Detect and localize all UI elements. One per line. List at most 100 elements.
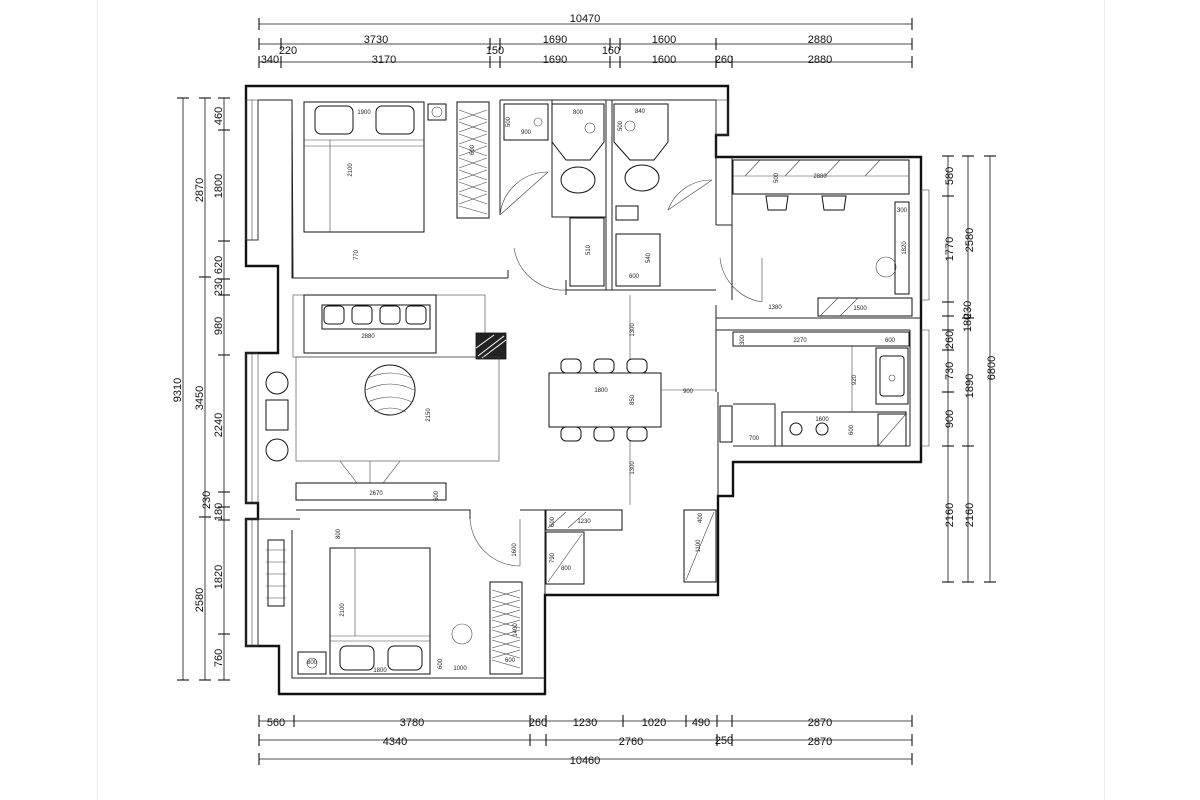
dim-right-r2-0: 580 (944, 167, 956, 185)
dim-right-r2-5: 900 (944, 410, 956, 428)
svg-text:800: 800 (336, 528, 342, 539)
svg-text:1100: 1100 (696, 539, 702, 553)
top-dimension-chain: 10470 3730 1690 1600 2880 220 150 160 34… (258, 13, 913, 68)
dim-top-r2-5: 1600 (652, 54, 676, 66)
svg-text:2880: 2880 (813, 174, 827, 180)
dim-top-small-2: 160 (602, 45, 620, 57)
vanity-2 (615, 233, 661, 287)
svg-text:700: 700 (749, 436, 760, 442)
dim-right-r1-1: 1890 (964, 374, 976, 398)
dim-right-overall: 6800 (986, 356, 998, 380)
svg-text:800: 800 (561, 566, 572, 572)
dim-left-r2b: 180 (213, 503, 225, 521)
dim-bot-r1-4: 1020 (642, 717, 666, 729)
entry: 1230 600 790 800 400 1100 1600 (469, 509, 717, 585)
dim-top-r1-3: 2880 (808, 34, 832, 46)
dim-left-r2-0: 460 (213, 107, 225, 125)
svg-text:600: 600 (629, 274, 640, 280)
svg-text:1600: 1600 (512, 543, 518, 557)
dim-bot-r1-0: 560 (267, 717, 285, 729)
fridge (719, 405, 733, 443)
dim-left-r2-3: 230 (213, 278, 225, 296)
svg-text:510: 510 (586, 244, 592, 255)
dim-top-small-0: 220 (279, 45, 297, 57)
bedroom-2: 1800 2100 800 800 600 1000 1400 600 (266, 528, 523, 675)
svg-text:2270: 2270 (793, 338, 807, 344)
dim-bot-r1-1: 3780 (400, 717, 424, 729)
svg-text:850: 850 (630, 394, 636, 405)
dim-top-r1-0: 3730 (364, 34, 388, 46)
toilet-1 (560, 166, 596, 194)
svg-text:1000: 1000 (453, 666, 467, 672)
svg-text:2670: 2670 (369, 491, 383, 497)
svg-text:920: 920 (852, 374, 858, 385)
study: 2880 500 300 1820 1500 1380 (719, 159, 913, 317)
svg-text:500: 500 (618, 120, 624, 131)
shoe-cabinet (545, 509, 623, 531)
vanity-1 (569, 217, 605, 287)
study-desk (732, 159, 910, 195)
dim-bot-r2-1: 2760 (619, 736, 643, 748)
living-room: 2880 2150 2670 600 (265, 294, 507, 501)
dim-left-r1-1: 3450 (194, 386, 206, 410)
dim-top-r2-3: 1690 (543, 54, 567, 66)
toilet-2 (624, 164, 660, 192)
dim-right-r1-0: 2580 (964, 228, 976, 252)
upper-cabinet (732, 331, 910, 347)
dim-bot-r1-5: 490 (692, 717, 710, 729)
dim-left-r2-2: 620 (213, 256, 225, 274)
wardrobe-1 (456, 101, 490, 219)
svg-text:1400: 1400 (513, 623, 519, 637)
shower-corner-2 (613, 103, 669, 161)
svg-text:1800: 1800 (373, 668, 387, 674)
dim-right-r1-2: 2160 (964, 503, 976, 527)
left-dimension-chain: 9310 2870 3450 2580 460 1800 620 230 980… (172, 97, 230, 681)
svg-text:600: 600 (849, 424, 855, 435)
svg-text:400: 400 (698, 512, 704, 523)
svg-text:1230: 1230 (577, 519, 591, 525)
dim-top-r2-0: 340 (261, 54, 279, 66)
svg-text:2150: 2150 (426, 408, 432, 422)
study-shelf (894, 201, 910, 295)
svg-text:2100: 2100 (348, 163, 354, 177)
dim-left-r2-7: 1820 (213, 565, 225, 589)
shower-corner-1 (551, 103, 605, 161)
svg-text:1900: 1900 (357, 110, 371, 116)
nightstand-2 (297, 651, 327, 675)
dim-top-r1-1: 1690 (543, 34, 567, 46)
dim-right-r2-3: 260 (944, 331, 956, 349)
svg-text:800: 800 (307, 660, 318, 666)
svg-text:1500: 1500 (853, 306, 867, 312)
dim-left-r2-5: 2240 (213, 413, 225, 437)
kitchen: 2270 300 600 920 1600 600 700 (719, 331, 910, 447)
svg-text:1600: 1600 (815, 417, 829, 423)
svg-text:500: 500 (506, 116, 512, 127)
nightstand-1 (427, 103, 447, 121)
dim-left-r2-8: 760 (213, 649, 225, 667)
svg-text:1820: 1820 (902, 241, 908, 255)
svg-text:2100: 2100 (340, 603, 346, 617)
svg-text:1300: 1300 (630, 461, 636, 475)
dim-right-r2b: 180 (962, 314, 974, 332)
svg-text:300: 300 (740, 334, 746, 345)
svg-text:1380: 1380 (768, 305, 782, 311)
bathrooms: 900 500 800 510 840 500 600 540 (503, 103, 713, 291)
dim-right-r2-6: 2160 (944, 503, 956, 527)
svg-text:900: 900 (683, 389, 694, 395)
dim-bot-r2-2: 250 (715, 735, 733, 747)
dim-bot-overall: 10460 (570, 755, 601, 767)
dim-top-r2-6: 260 (715, 54, 733, 66)
dim-left-overall: 9310 (172, 378, 184, 402)
dim-bot-r1-6: 2870 (808, 717, 832, 729)
svg-text:800: 800 (573, 110, 584, 116)
dim-right-r2-4: 730 (944, 362, 956, 380)
dim-top-r1-2: 1600 (652, 34, 676, 46)
wardrobe-rail (267, 539, 285, 607)
svg-text:900: 900 (521, 130, 532, 136)
svg-text:840: 840 (635, 109, 646, 115)
bottom-dimension-chain: 560 3780 260 1230 1020 490 2870 4340 276… (258, 715, 913, 767)
svg-text:500: 500 (774, 172, 780, 183)
dim-top-small-1: 150 (486, 45, 504, 57)
dim-left-r2-1: 1800 (213, 174, 225, 198)
